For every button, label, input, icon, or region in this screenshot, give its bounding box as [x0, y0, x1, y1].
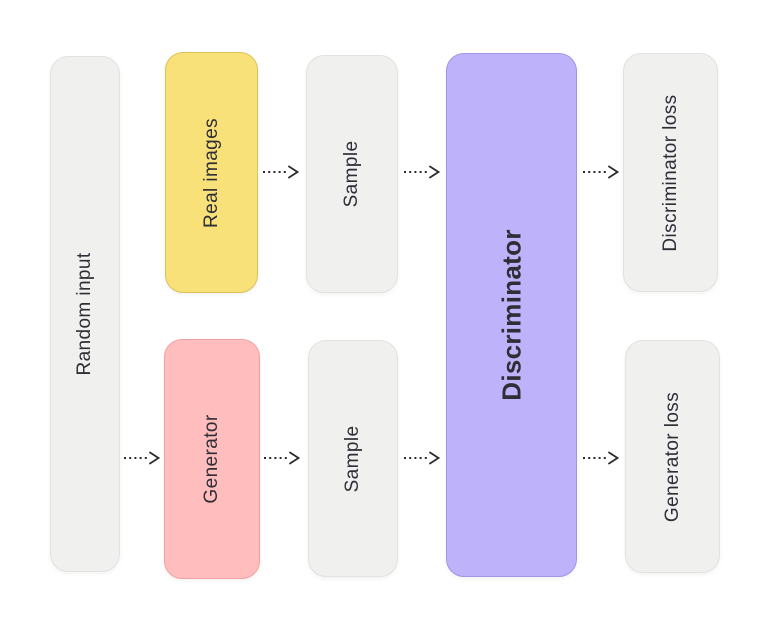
node-discriminator-loss: Discriminator loss [623, 53, 718, 292]
dotted-arrow-right-icon [263, 165, 300, 179]
dotted-arrow-right-icon [404, 165, 441, 179]
node-sample-top-label: Sample [341, 140, 362, 208]
arrow-sample-top-to-discriminator [403, 165, 441, 179]
dotted-arrow-right-icon [583, 451, 620, 465]
node-generator-loss-label: Generator loss [661, 391, 683, 522]
node-real-images: Real images [165, 52, 258, 293]
node-generator: Generator [164, 339, 260, 579]
arrow-discriminator-to-generator-loss [582, 451, 620, 465]
node-generator-loss: Generator loss [625, 340, 720, 573]
dotted-arrow-right-icon [124, 451, 161, 465]
arrow-real-images-to-sample-top [262, 165, 300, 179]
node-real-images-label: Real images [200, 117, 222, 228]
arrow-sample-bottom-to-discriminator [403, 451, 441, 465]
dotted-arrow-right-icon [264, 451, 301, 465]
node-discriminator-label: Discriminator [496, 229, 526, 401]
node-random-input-label: Random input [74, 252, 95, 376]
node-generator-label: Generator [201, 414, 222, 504]
node-sample-top: Sample [306, 55, 398, 293]
arrow-generator-to-sample-bottom [263, 451, 301, 465]
node-random-input: Random input [50, 56, 120, 572]
dotted-arrow-right-icon [583, 165, 620, 179]
arrow-random-input-to-generator [123, 451, 161, 465]
arrow-discriminator-to-discriminator-loss [582, 165, 620, 179]
node-discriminator-loss-label: Discriminator loss [659, 93, 681, 252]
node-sample-bottom-label: Sample [342, 425, 363, 492]
node-sample-bottom: Sample [308, 340, 398, 577]
node-discriminator: Discriminator [446, 53, 577, 577]
dotted-arrow-right-icon [404, 451, 441, 465]
